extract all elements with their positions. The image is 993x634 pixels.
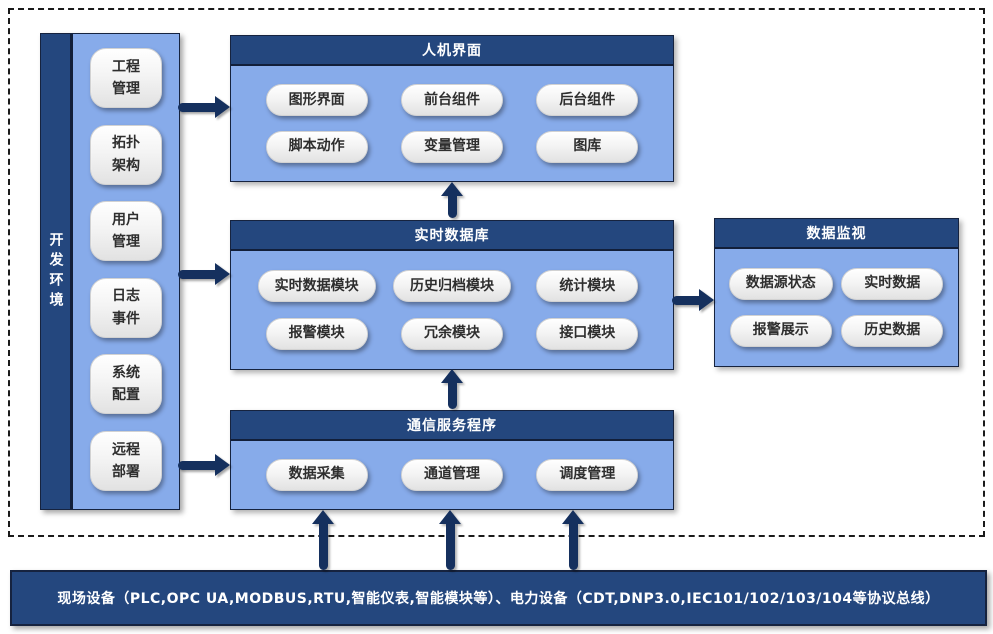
panel-realtime-database-body: 实时数据模块 历史归档模块 统计模块 报警模块 冗余模块 接口模块 [231,251,673,369]
panel-data-monitor-title: 数据监视 [715,219,958,249]
monitor-button-datasource-status[interactable]: 数据源状态 [728,268,833,300]
rtdb-button-history-archive-module[interactable]: 历史归档模块 [392,270,511,303]
hmi-button-graphic-interface[interactable]: 图形界面 [265,84,368,117]
sidebar-item-system-config[interactable]: 系统 配置 [90,354,162,415]
panel-communication-service-body: 数据采集 通道管理 调度管理 [231,441,673,509]
panel-data-monitor: 数据监视 数据源状态 实时数据 报警展示 历史数据 [714,218,959,367]
sidebar-item-remote-deploy[interactable]: 远程 部署 [90,430,162,491]
rtdb-button-interface-module[interactable]: 接口模块 [536,317,639,350]
arrow-fieldbus-to-comm-1 [312,510,334,570]
arrow-fieldbus-to-comm-2 [439,510,461,570]
arrow-rtdb-to-monitor [672,289,714,311]
dev-env-label: 开发环境 [47,231,64,312]
panel-realtime-database: 实时数据库 实时数据模块 历史归档模块 统计模块 报警模块 冗余模块 接口模块 [230,220,674,370]
comm-button-dispatch-management[interactable]: 调度管理 [536,459,639,491]
dev-env-sidebar: 开发环境 工程 管理 拓扑 架构 用户 管理 日志 事件 系统 配置 远程 部署 [40,33,180,510]
sidebar-item-project-management[interactable]: 工程 管理 [90,48,162,108]
field-devices-text: 现场设备（PLC,OPC UA,MODBUS,RTU,智能仪表,智能模块等）、电… [57,591,940,607]
hmi-button-frontend-components[interactable]: 前台组件 [400,84,503,117]
rtdb-button-redundancy-module[interactable]: 冗余模块 [400,317,503,350]
monitor-button-history-data[interactable]: 历史数据 [841,315,944,347]
panel-hmi: 人机界面 图形界面 前台组件 后台组件 脚本动作 变量管理 图库 [230,35,674,182]
hmi-button-gallery[interactable]: 图库 [536,130,639,163]
arrow-dev-to-rtdb [178,263,230,285]
hmi-button-backend-components[interactable]: 后台组件 [536,84,639,117]
panel-hmi-title: 人机界面 [231,36,673,66]
comm-button-data-acquisition[interactable]: 数据采集 [265,459,368,491]
arrow-fieldbus-to-comm-3 [562,510,584,570]
panel-realtime-database-title: 实时数据库 [231,221,673,251]
panel-communication-service: 通信服务程序 数据采集 通道管理 调度管理 [230,410,674,510]
monitor-button-alarm-display[interactable]: 报警展示 [729,315,832,347]
panel-hmi-body: 图形界面 前台组件 后台组件 脚本动作 变量管理 图库 [231,66,673,181]
rtdb-button-alarm-module[interactable]: 报警模块 [265,317,368,350]
hmi-button-script-actions[interactable]: 脚本动作 [265,130,368,163]
dev-env-tools: 工程 管理 拓扑 架构 用户 管理 日志 事件 系统 配置 远程 部署 [73,34,179,509]
dev-env-boundary [8,8,985,537]
arrow-dev-to-comm [178,454,230,476]
arrow-rtdb-to-hmi [441,182,463,218]
sidebar-item-user-management[interactable]: 用户 管理 [90,201,162,262]
rtdb-button-realtime-data-module[interactable]: 实时数据模块 [257,270,376,303]
comm-button-channel-management[interactable]: 通道管理 [400,459,503,491]
sidebar-item-topology-architecture[interactable]: 拓扑 架构 [90,124,162,185]
arrow-dev-to-hmi [178,96,230,118]
arrow-comm-to-rtdb [441,369,463,409]
field-devices-bar: 现场设备（PLC,OPC UA,MODBUS,RTU,智能仪表,智能模块等）、电… [10,570,987,626]
panel-communication-service-title: 通信服务程序 [231,411,673,441]
panel-data-monitor-body: 数据源状态 实时数据 报警展示 历史数据 [715,249,958,366]
hmi-button-variable-management[interactable]: 变量管理 [400,130,503,163]
monitor-button-realtime-data[interactable]: 实时数据 [841,268,944,300]
rtdb-button-statistics-module[interactable]: 统计模块 [536,270,639,303]
sidebar-item-log-events[interactable]: 日志 事件 [90,277,162,338]
dev-env-label-bar: 开发环境 [41,34,73,509]
